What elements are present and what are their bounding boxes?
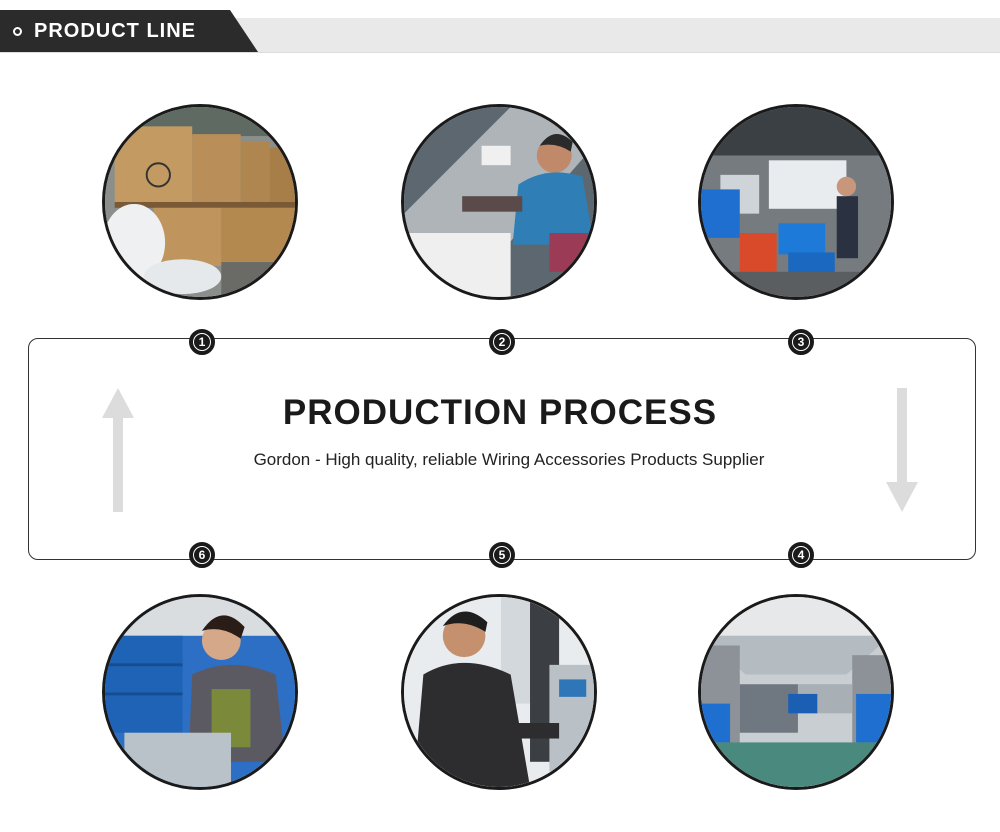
step-badge-1: 1	[189, 329, 215, 355]
arrow-down-icon	[886, 388, 918, 512]
arrow-up-icon	[102, 388, 134, 512]
photo-assembly-worker	[102, 594, 298, 790]
circle-bullet-icon	[13, 26, 22, 36]
step-number: 3	[792, 333, 810, 351]
step-number: 1	[193, 333, 211, 351]
step-number: 5	[493, 546, 511, 564]
photo-injection-workshop	[698, 104, 894, 300]
page-title: PRODUCT LINE	[34, 19, 196, 42]
photo-packing-workshop	[698, 594, 894, 790]
step-badge-4: 4	[788, 542, 814, 568]
process-title: PRODUCTION PROCESS	[282, 393, 718, 432]
photo-testing-worker	[401, 594, 597, 790]
step-badge-2: 2	[489, 329, 515, 355]
step-badge-3: 3	[788, 329, 814, 355]
header-tab: PRODUCT LINE	[0, 10, 258, 52]
step-number: 4	[792, 546, 810, 564]
photo-cutting-worker	[401, 104, 597, 300]
production-process-panel	[28, 338, 976, 560]
step-badge-5: 5	[489, 542, 515, 568]
photo-raw-material-warehouse	[102, 104, 298, 300]
process-subtitle: Gordon - High quality, reliable Wiring A…	[253, 450, 765, 469]
step-number: 2	[493, 333, 511, 351]
step-badge-6: 6	[189, 542, 215, 568]
step-number: 6	[193, 546, 211, 564]
